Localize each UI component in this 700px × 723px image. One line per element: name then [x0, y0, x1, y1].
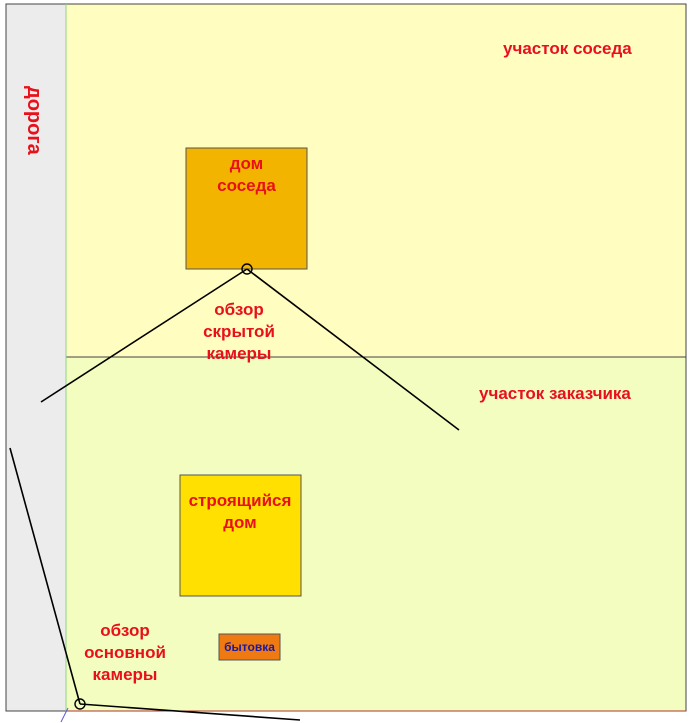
main-camera-view-left [9, 447, 81, 705]
main-camera-marker [74, 698, 86, 710]
neighbor-plot-area [65, 3, 687, 358]
shed [218, 633, 281, 661]
neighbor-house-label-line2: соседа [217, 176, 276, 195]
client-plot-area [65, 356, 687, 712]
neighbor-plot-label: участок соседа [503, 39, 632, 58]
hidden-camera-label-line1: обзор [214, 300, 264, 319]
shed-label: бытовка [224, 640, 275, 654]
building-house [179, 474, 302, 597]
hidden-camera-view-right [246, 268, 460, 431]
main-camera-label: обзор основной камеры [72, 620, 178, 686]
main-camera-tick [60, 707, 69, 723]
neighbor-house-label: дом соседа [186, 153, 307, 197]
main-camera-label-line3: камеры [92, 665, 158, 684]
client-plot-label: участок заказчика [479, 384, 631, 403]
main-camera-view-right [79, 703, 301, 721]
road-strip [5, 3, 67, 712]
hidden-camera-label-line3: камеры [206, 344, 272, 363]
hidden-camera-label-line2: скрытой [203, 322, 275, 341]
hidden-camera-view-left [40, 268, 248, 403]
main-camera-label-line1: обзор [100, 621, 150, 640]
building-house-label-line1: строящийся [188, 491, 292, 510]
building-house-label: строящийся дом [176, 490, 304, 534]
hidden-camera-marker [241, 263, 253, 275]
main-camera-label-line2: основной [84, 643, 166, 662]
neighbor-house-label-line1: дом [229, 154, 264, 173]
building-house-label-line2: дом [223, 513, 257, 532]
hidden-camera-label: обзор скрытой камеры [189, 299, 289, 365]
road-label: дорога [23, 86, 45, 155]
neighbor-house [185, 147, 308, 270]
